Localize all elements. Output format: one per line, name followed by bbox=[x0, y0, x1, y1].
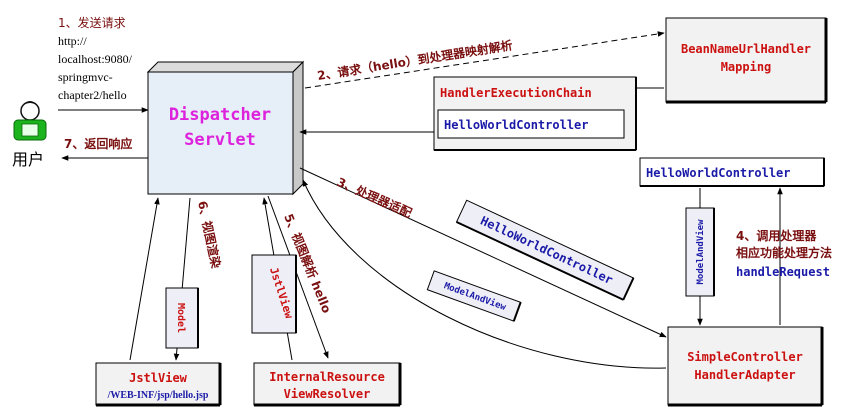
model-tag bbox=[165, 287, 199, 349]
view-resolver-box bbox=[253, 362, 402, 407]
chain-controller: HelloWorldController bbox=[444, 118, 589, 132]
step7-label: 7、返回响应 bbox=[64, 136, 132, 151]
chain-title: HandlerExecutionChain bbox=[440, 86, 592, 100]
jstlview-label: JstlView bbox=[129, 371, 188, 385]
user-icon bbox=[13, 101, 47, 141]
controller-label: HelloWorldController bbox=[646, 166, 791, 180]
arrow-render-up bbox=[129, 197, 160, 361]
arrow-mav-return bbox=[302, 179, 667, 369]
controller-box bbox=[639, 157, 825, 187]
step4-method: handleRequest bbox=[736, 265, 830, 279]
step4-label-1: 4、调用处理器 bbox=[736, 228, 817, 243]
step1-url-2: localhost:9080/ bbox=[58, 52, 133, 66]
resolver-label-2: ViewResolver bbox=[284, 387, 371, 401]
step1-url-1: http:// bbox=[58, 34, 87, 48]
adapter-label-2: HandlerAdapter bbox=[694, 368, 795, 382]
step1-url-3: springmvc- bbox=[58, 70, 113, 84]
jstlview-box bbox=[95, 362, 222, 407]
step3-label: 3、处理器适配 bbox=[335, 174, 415, 220]
adapt-controller-text: HelloWorldController bbox=[478, 213, 615, 287]
step1-title: 1、发送请求 bbox=[58, 15, 126, 30]
step4-label-2: 相应功能处理方法 bbox=[736, 245, 832, 260]
arrow-resolve-down bbox=[267, 195, 329, 359]
mav-controller-text: ModelAndView bbox=[695, 219, 706, 285]
model-tag-text: Model bbox=[175, 303, 186, 333]
jstlview-tag bbox=[251, 254, 297, 334]
mapping-label-1: BeanNameUrlHandler bbox=[681, 42, 811, 56]
arrow-adapt bbox=[299, 167, 667, 338]
handler-mapping-box bbox=[665, 17, 828, 104]
dispatcher-label-1: Dispatcher bbox=[169, 105, 271, 125]
model-and-view-controller-tag bbox=[685, 207, 715, 297]
dispatcher-servlet-box bbox=[146, 60, 305, 196]
execution-chain-box bbox=[433, 76, 637, 151]
model-and-view-adapter-tag bbox=[426, 270, 522, 322]
handler-adapter-box bbox=[667, 326, 824, 407]
dispatcher-label-2: Servlet bbox=[184, 130, 256, 150]
step6-label: 6、视图渲染 bbox=[195, 200, 224, 271]
mapping-label-2: Mapping bbox=[721, 60, 772, 74]
adapter-label-1: SimpleController bbox=[687, 350, 803, 364]
arrow-mapping bbox=[304, 31, 665, 89]
resolver-label-1: InternalResource bbox=[269, 370, 385, 384]
step1-url-4: chapter2/hello bbox=[58, 88, 127, 102]
user-label: 用户 bbox=[12, 150, 44, 169]
jstlview-path: /WEB-INF/jsp/hello.jsp bbox=[107, 390, 209, 401]
adapt-controller-tag bbox=[455, 199, 635, 301]
